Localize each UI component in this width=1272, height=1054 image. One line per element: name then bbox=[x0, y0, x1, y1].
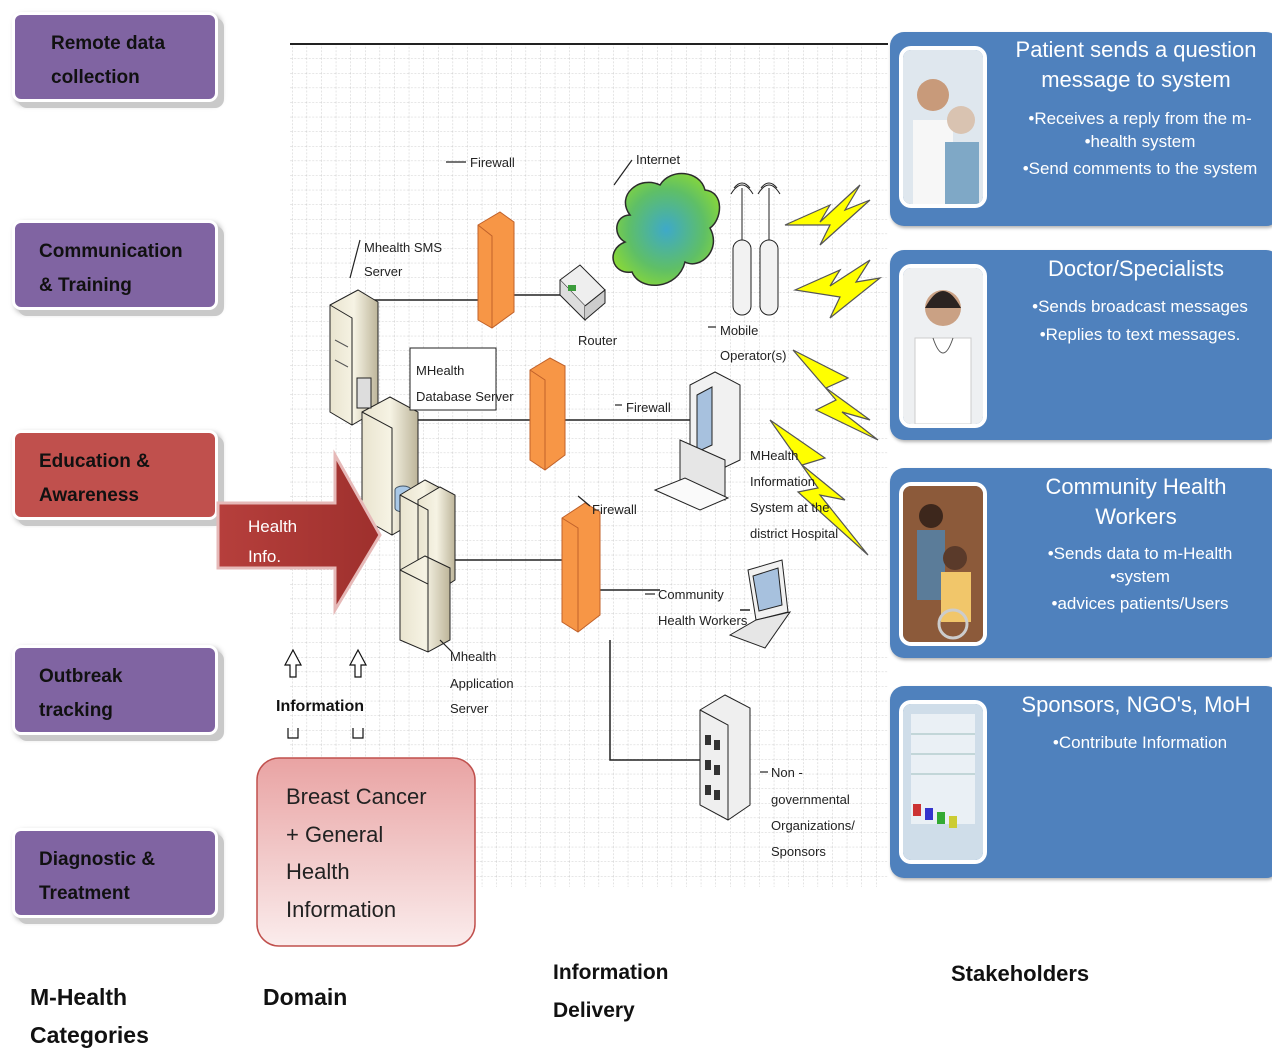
ngo-label: Non - bbox=[771, 765, 803, 780]
stakeholder-bullet: advices patients/Users bbox=[998, 592, 1272, 615]
category-label: Communication bbox=[39, 241, 183, 262]
callout-lines bbox=[349, 159, 768, 773]
stakeholder-doctor: Doctor/Specialists Sends broadcast messa… bbox=[890, 250, 1272, 440]
mhis-label: district Hospital bbox=[750, 526, 838, 541]
mhis-label: Information bbox=[750, 474, 815, 489]
stakeholder-heading: Doctor/Specialists bbox=[1047, 256, 1225, 281]
stakeholder-heading: message to system bbox=[1041, 67, 1231, 92]
mhis-label: System at the bbox=[750, 500, 829, 515]
category-education-awareness: Education & Awareness bbox=[12, 430, 218, 520]
information-up-arrows bbox=[284, 648, 367, 739]
district-hospital-computer-icon bbox=[653, 371, 741, 511]
firewall-top-label: Firewall bbox=[470, 155, 515, 170]
stakeholder-bullet: Sends broadcast messages bbox=[998, 295, 1272, 318]
ngo-building-icon bbox=[699, 694, 751, 821]
sponsors-photo bbox=[899, 700, 987, 864]
category-communication-training: Communication & Training bbox=[12, 220, 218, 310]
internet-cloud-icon bbox=[612, 172, 721, 286]
mobile-operator-label: Mobile bbox=[720, 323, 758, 338]
stakeholder-bullet-cont: system bbox=[998, 565, 1272, 588]
wireless-bolts bbox=[769, 184, 883, 556]
column-label-stakeholders: Stakeholders bbox=[951, 961, 1090, 986]
stakeholder-bullet: Contribute Information bbox=[998, 731, 1272, 754]
app-server-label: Mhealth bbox=[450, 649, 496, 664]
category-label: Awareness bbox=[39, 485, 139, 506]
category-label: Remote data bbox=[51, 33, 166, 54]
stakeholder-bullet: Replies to text messages. bbox=[998, 323, 1272, 346]
domain-text: Information bbox=[286, 897, 396, 922]
mobile-antenna-icon bbox=[730, 182, 781, 316]
stakeholder-heading: Workers bbox=[1095, 504, 1177, 529]
stakeholder-bullet: Send comments to the system bbox=[998, 157, 1272, 180]
category-diagnostic-treatment: Diagnostic & Treatment bbox=[12, 828, 218, 918]
category-label: collection bbox=[51, 67, 140, 88]
column-label-categories: M-Health Categories bbox=[30, 984, 149, 1048]
ngo-label: Organizations/ bbox=[771, 818, 855, 833]
column-label-domain: Domain bbox=[263, 984, 348, 1010]
ngo-label: Sponsors bbox=[771, 844, 826, 859]
category-label: Diagnostic & bbox=[39, 849, 156, 870]
laptop-icon bbox=[728, 559, 792, 649]
category-label: tracking bbox=[39, 700, 113, 721]
stakeholder-bullet-cont: health system bbox=[998, 130, 1272, 153]
stakeholder-heading: Sponsors, NGO's, MoH bbox=[1021, 692, 1251, 717]
category-remote-data-collection: Remote data collection bbox=[12, 12, 218, 102]
domain-box bbox=[256, 757, 476, 947]
internet-label: Internet bbox=[636, 152, 680, 167]
column-label-delivery: Information Delivery bbox=[553, 961, 669, 1022]
mhis-label: MHealth bbox=[750, 448, 798, 463]
chw-label: Community bbox=[658, 587, 724, 602]
information-label: Information bbox=[276, 698, 364, 715]
chw-photo bbox=[899, 482, 987, 646]
stakeholder-patient: Patient sends a question message to syst… bbox=[890, 32, 1272, 226]
firewall-mid-icon bbox=[529, 357, 566, 471]
doctor-photo bbox=[899, 264, 987, 428]
firewall-low-label: Firewall bbox=[592, 502, 637, 517]
health-info-arrow bbox=[216, 449, 382, 616]
arrow-label: Health bbox=[248, 517, 297, 536]
stakeholder-bullet: Receives a reply from the m- bbox=[998, 107, 1272, 130]
mobile-operator-label: Operator(s) bbox=[720, 348, 786, 363]
category-label: Treatment bbox=[39, 883, 130, 904]
app-server-label: Application bbox=[450, 676, 514, 691]
domain-text: + General bbox=[286, 822, 383, 847]
category-label: Outbreak bbox=[39, 666, 123, 687]
ngo-label: governmental bbox=[771, 792, 850, 807]
stakeholder-heading: Patient sends a question bbox=[1015, 37, 1257, 62]
router-icon bbox=[559, 264, 606, 322]
domain-text: Breast Cancer bbox=[286, 784, 427, 809]
network-links bbox=[358, 294, 750, 761]
stakeholder-bullet: Sends data to m-Health bbox=[998, 542, 1272, 565]
firewall-mid-label: Firewall bbox=[626, 400, 671, 415]
stakeholder-sponsors: Sponsors, NGO's, MoH Contribute Informat… bbox=[890, 686, 1272, 878]
stakeholder-community-health-workers: Community Health Workers Sends data to m… bbox=[890, 468, 1272, 658]
domain-text: Health bbox=[286, 859, 350, 884]
database-server-label-box bbox=[409, 347, 497, 411]
category-outbreak-tracking: Outbreak tracking bbox=[12, 645, 218, 735]
stakeholder-heading: Community Health bbox=[1045, 474, 1227, 499]
category-label: & Training bbox=[39, 275, 132, 296]
application-server-icon bbox=[399, 479, 456, 653]
sms-server-label: Mhealth SMS bbox=[364, 240, 442, 255]
firewall-top-icon bbox=[477, 211, 515, 329]
category-label: Education & bbox=[39, 451, 150, 472]
app-server-label: Server bbox=[450, 701, 489, 716]
arrow-label: Info. bbox=[248, 547, 281, 566]
patient-photo bbox=[899, 46, 987, 208]
sms-server-label: Server bbox=[364, 264, 403, 279]
firewall-low-icon bbox=[561, 502, 601, 633]
db-server-label: Database Server bbox=[416, 389, 514, 404]
router-label: Router bbox=[578, 333, 618, 348]
chw-label: Health Workers bbox=[658, 613, 748, 628]
db-server-label: MHealth bbox=[416, 363, 464, 378]
